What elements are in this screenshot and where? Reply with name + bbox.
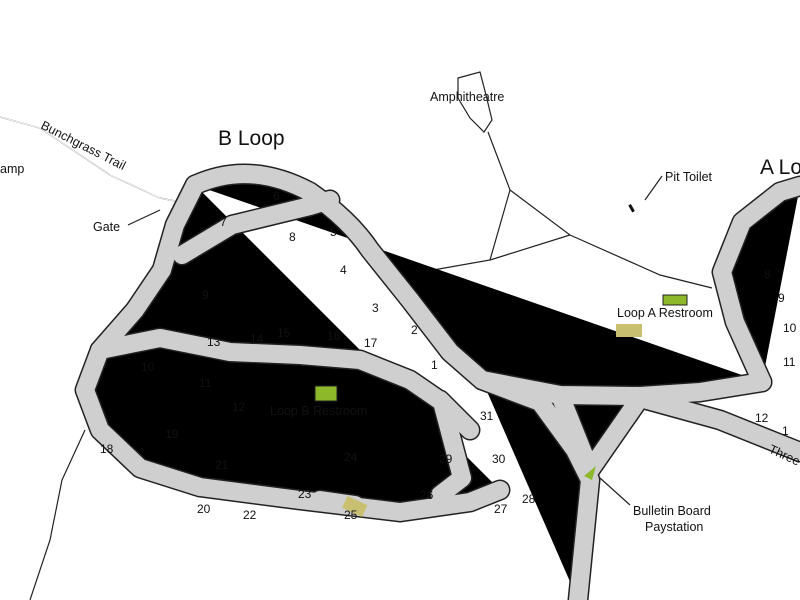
site-label: 1: [782, 424, 789, 438]
site-label: 7: [220, 215, 227, 229]
site-label: 10: [783, 321, 797, 335]
site-label: 9: [202, 288, 209, 302]
site-label: 4: [340, 263, 347, 277]
site-label: 27: [494, 502, 508, 516]
site-label: 17: [364, 336, 378, 350]
amphitheatre-outline: [457, 71, 493, 133]
site-label: 21: [215, 458, 229, 472]
site-label: 8: [289, 230, 296, 244]
bulletin-pointer: [599, 477, 631, 506]
amphitheatre-path-east: [489, 189, 713, 289]
site-label: 12: [232, 400, 246, 414]
pit-toilet-icon: [628, 204, 635, 213]
camp-label: amp: [0, 162, 24, 176]
b-loop-title: B Loop: [218, 127, 285, 150]
loop-b-restroom-icon: [314, 385, 338, 402]
loop-b-restroom-label: Loop B Restroom: [270, 404, 367, 418]
site-label: 15: [277, 326, 291, 340]
site-label: 18: [100, 442, 114, 456]
a-loop-title: A Lo: [760, 156, 800, 179]
site-label: 13: [207, 335, 221, 349]
site-label: 30: [492, 452, 506, 466]
paystation-label: Paystation: [645, 520, 703, 534]
site-label: 23: [298, 487, 312, 501]
site-label: 8: [764, 267, 771, 281]
site-label: 20: [197, 502, 211, 516]
loop-a-facility-icon: [616, 324, 642, 337]
bunchgrass-trail: [0, 116, 181, 203]
gate-pointer: [127, 209, 161, 226]
site-label: 11: [199, 376, 212, 390]
bulletin-board-label: Bulletin Board: [633, 504, 711, 518]
site-label: 5: [330, 225, 337, 239]
site-label: 29: [439, 452, 453, 466]
site-label: 1: [431, 358, 438, 372]
site-label: 14: [250, 332, 264, 346]
loop-b-facility-icon: [342, 495, 368, 517]
site-label: 19: [165, 427, 179, 441]
site-label: 22: [243, 508, 257, 522]
site-label: 9: [778, 291, 785, 305]
a-loop-sites: 8 9 10 11 12 1: [755, 267, 797, 438]
site-label: 16: [327, 329, 341, 343]
site-label: 28: [522, 492, 536, 506]
pit-toilet-label: Pit Toilet: [665, 170, 713, 184]
bulletin-board-icon: [584, 466, 596, 480]
site-label: 2: [411, 323, 418, 337]
amphitheatre-path: [404, 131, 511, 276]
site-label: 31: [480, 409, 494, 423]
pit-toilet-pointer: [644, 175, 663, 201]
site-label: 12: [755, 411, 769, 425]
roads: [85, 174, 800, 600]
site-label: 10: [141, 360, 155, 374]
west-trail: [29, 429, 86, 600]
loop-a-restroom-icon: [662, 294, 688, 306]
site-label: 11: [783, 355, 796, 369]
site-label: 26: [420, 488, 434, 502]
site-label: 24: [344, 450, 358, 464]
gate-label: Gate: [93, 220, 120, 234]
bunchgrass-trail-label: Bunchgrass Trail: [39, 118, 128, 173]
site-label: 25: [344, 508, 358, 522]
site-label: 6: [273, 189, 280, 203]
amphitheatre-label: Amphitheatre: [430, 90, 504, 104]
b-loop-sites: 6 7 8 5 4 9 3 2 13 14 15 16 17 1 10 11 1…: [100, 189, 536, 522]
site-label: 3: [372, 301, 379, 315]
loop-a-restroom-label: Loop A Restroom: [617, 306, 713, 320]
